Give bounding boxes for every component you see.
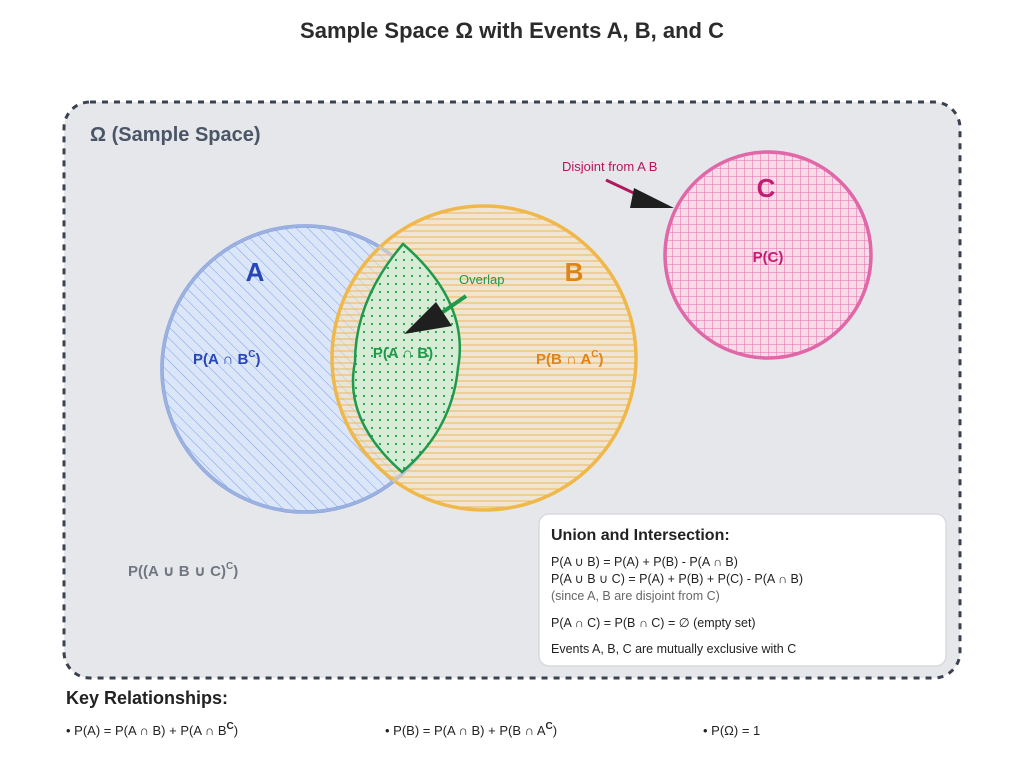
key-relationship-pa: • P(A) = P(A ∩ B) + P(A ∩ BC) — [66, 721, 238, 738]
complement-label: P((A ∪ B ∪ C)C) — [128, 561, 238, 580]
event-a-name: A — [246, 257, 265, 287]
diagram-title: Sample Space Ω with Events A, B, and C — [300, 18, 724, 43]
disjoint-arrow — [605, 178, 674, 208]
info-line-union-ab: P(A ∪ B) = P(A) + P(B) - P(A ∩ B) — [551, 555, 738, 569]
region-a-only-label: P(A ∩ BC) — [193, 349, 261, 368]
union-intersection-box: Union and Intersection: P(A ∪ B) = P(A) … — [538, 513, 947, 667]
intersection-region — [351, 242, 462, 474]
overlap-arrow — [404, 294, 468, 334]
disjoint-annotation: Disjoint from A B — [562, 159, 657, 174]
event-c-name: C — [757, 173, 776, 203]
intersection-label: P(A ∩ B) — [373, 345, 433, 362]
info-line-empty-set: P(A ∩ C) = P(B ∩ C) = ∅ (empty set) — [551, 616, 756, 630]
info-line-union-abc: P(A ∪ B ∪ C) = P(A) + P(B) + P(C) - P(A … — [551, 572, 803, 586]
region-b-only-label: P(B ∩ AC) — [536, 349, 604, 368]
event-c-circle — [663, 150, 873, 360]
key-relationship-pb: • P(B) = P(A ∩ B) + P(B ∩ AC) — [385, 721, 557, 738]
region-c-label: P(C) — [753, 249, 784, 266]
info-line-disjoint-note: (since A, B are disjoint from C) — [551, 589, 720, 603]
key-relationship-pomega: • P(Ω) = 1 — [703, 723, 760, 738]
overlap-annotation: Overlap — [459, 272, 505, 287]
info-line-mutually-exclusive: Events A, B, C are mutually exclusive wi… — [551, 642, 796, 656]
info-box-title: Union and Intersection: — [551, 527, 730, 544]
key-relationships-title: Key Relationships: — [66, 688, 228, 708]
sample-space-label: Ω (Sample Space) — [90, 124, 261, 146]
event-b-name: B — [565, 257, 584, 287]
